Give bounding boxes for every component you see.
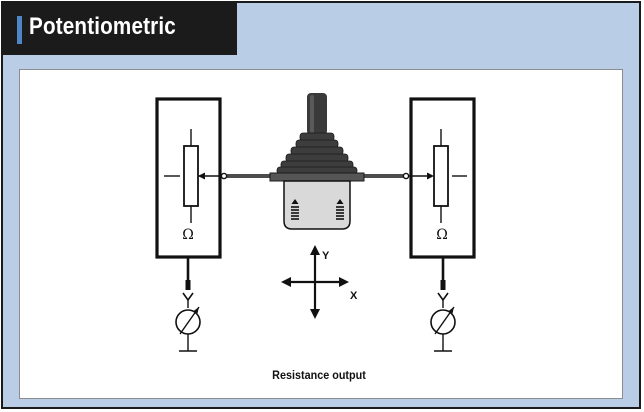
page-title: Potentiometric [29, 13, 176, 40]
right-meter-arrow-icon [448, 307, 454, 314]
resistance-output-caption: Resistance output [272, 368, 366, 382]
right-linkage-joint [402, 172, 410, 180]
left-ohm-symbol: Ω [182, 227, 194, 243]
arrow-left-icon [281, 277, 291, 287]
left-spring-icon [291, 199, 299, 220]
joystick-bellows [276, 132, 358, 175]
arrow-right-icon [339, 277, 349, 287]
arrow-up-icon [310, 245, 320, 255]
joystick [269, 93, 365, 230]
left-wiper-arrow-icon [198, 172, 205, 180]
arrow-down-icon [310, 309, 320, 319]
left-resistor-symbol [183, 145, 199, 207]
right-output-meter [430, 257, 456, 352]
title-bar: Potentiometric [3, 3, 237, 55]
xy-axis-indicator [281, 245, 349, 319]
x-axis-label: X [350, 290, 358, 302]
left-meter-arrow-icon [193, 307, 199, 314]
joystick-flange [269, 172, 365, 182]
joystick-base [283, 180, 351, 230]
right-resistor-symbol [433, 145, 449, 207]
left-linkage-joint [220, 172, 228, 180]
y-axis-label: Y [322, 250, 330, 262]
right-spring-icon [336, 199, 344, 220]
right-wiper-arrow-icon [427, 172, 434, 180]
right-ohm-symbol: Ω [436, 227, 448, 243]
left-output-meter [175, 257, 201, 352]
title-accent-stripe [17, 16, 22, 44]
